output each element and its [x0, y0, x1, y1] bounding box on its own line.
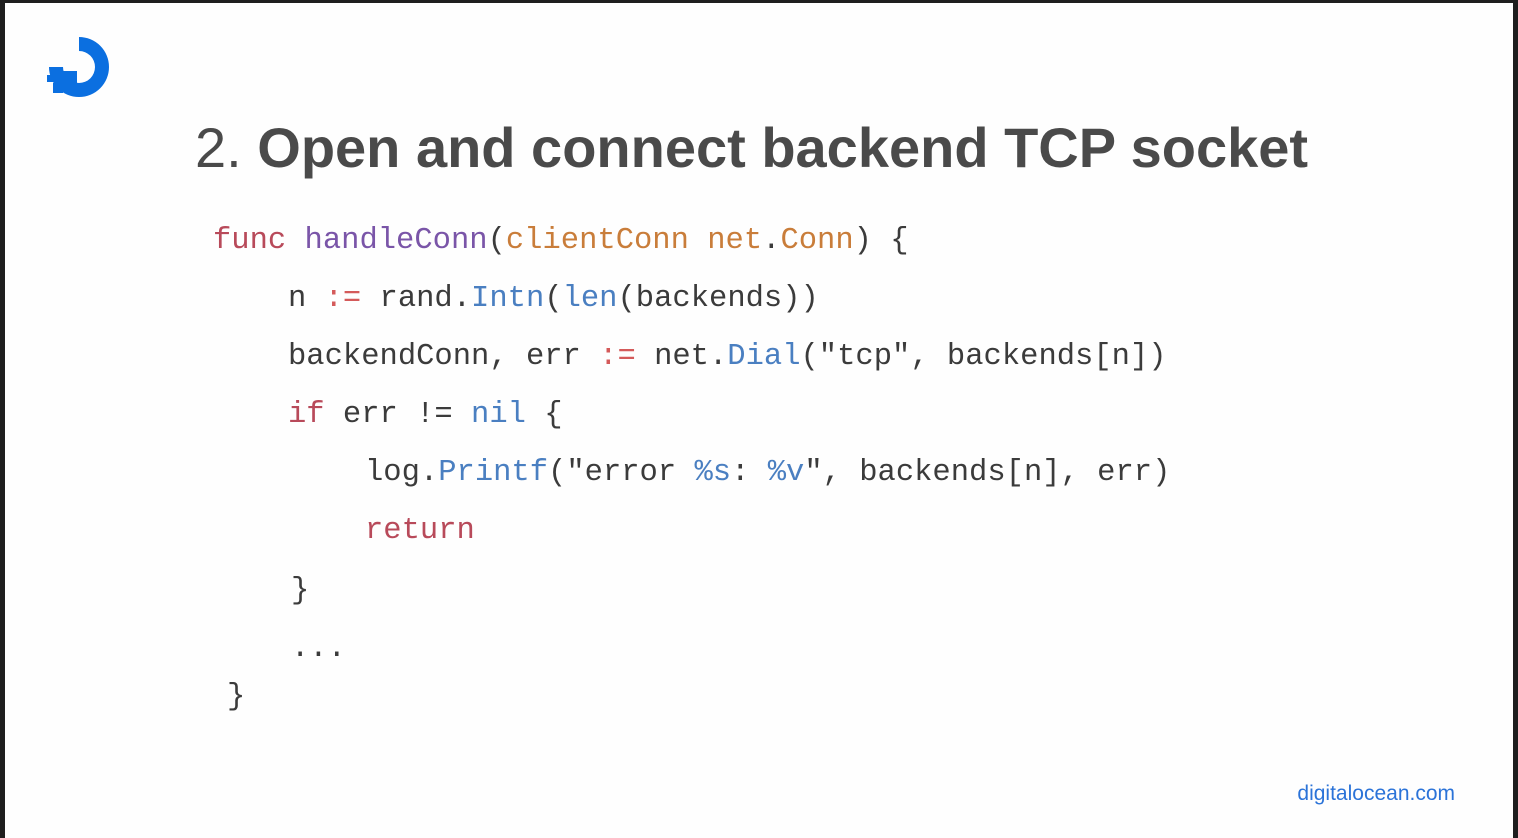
code-token: net	[707, 224, 763, 258]
code-token: (	[487, 224, 506, 258]
code-token: %s	[694, 456, 732, 490]
code-token: :=	[324, 282, 362, 316]
code-line: log.Printf("error %s: %v", backends[n], …	[365, 453, 1170, 493]
code-token: ("tcp", backends[n])	[800, 340, 1167, 374]
code-token: handleConn	[304, 224, 488, 258]
slide-title: 2. Open and connect backend TCP socket	[195, 115, 1308, 180]
code-token: n	[288, 282, 325, 316]
code-block: func handleConn(clientConn net.Conn) { n…	[213, 221, 1170, 714]
code-token: err !=	[324, 398, 472, 432]
code-token: }	[291, 574, 310, 608]
code-line: return	[365, 511, 475, 551]
code-token: Dial	[727, 340, 801, 374]
code-token: backendConn, err	[288, 340, 600, 374]
title-text: Open and connect backend TCP socket	[257, 116, 1309, 179]
code-token: :=	[599, 340, 636, 374]
code-token: ...	[291, 632, 346, 666]
code-line: backendConn, err := net.Dial("tcp", back…	[288, 337, 1167, 377]
code-line: n := rand.Intn(len(backends))	[288, 279, 819, 319]
code-line: if err != nil {	[288, 395, 563, 435]
code-token: ", backends[n], err)	[804, 456, 1171, 490]
code-token: Intn	[471, 282, 545, 316]
code-token: :	[731, 456, 768, 490]
code-token: Conn	[780, 224, 854, 258]
code-token: return	[365, 514, 475, 548]
code-token: %v	[767, 456, 805, 490]
digitalocean-logo-icon	[47, 37, 109, 97]
code-token: net.	[635, 340, 728, 374]
code-token: }	[227, 680, 246, 714]
code-token: len	[562, 282, 618, 316]
code-token: .	[762, 224, 781, 258]
title-number: 2.	[195, 116, 242, 179]
code-token: clientConn	[505, 224, 689, 258]
code-token: ("error	[548, 456, 695, 490]
code-token: func	[213, 224, 287, 258]
code-line: }	[291, 571, 309, 611]
code-token: if	[288, 398, 325, 432]
code-token: (backends))	[617, 282, 819, 316]
code-token: nil	[471, 398, 526, 432]
code-token: rand.	[361, 282, 472, 316]
code-token: (	[544, 282, 563, 316]
code-line: func handleConn(clientConn net.Conn) {	[213, 221, 909, 261]
footer-url[interactable]: digitalocean.com	[1297, 782, 1455, 805]
code-token	[689, 224, 707, 258]
code-token: {	[525, 398, 563, 432]
code-line: ...	[291, 629, 346, 669]
code-token: log.	[365, 456, 439, 490]
code-token: ) {	[853, 224, 909, 258]
code-line: }	[227, 677, 245, 717]
code-token: Printf	[438, 456, 549, 490]
code-token	[286, 224, 304, 258]
